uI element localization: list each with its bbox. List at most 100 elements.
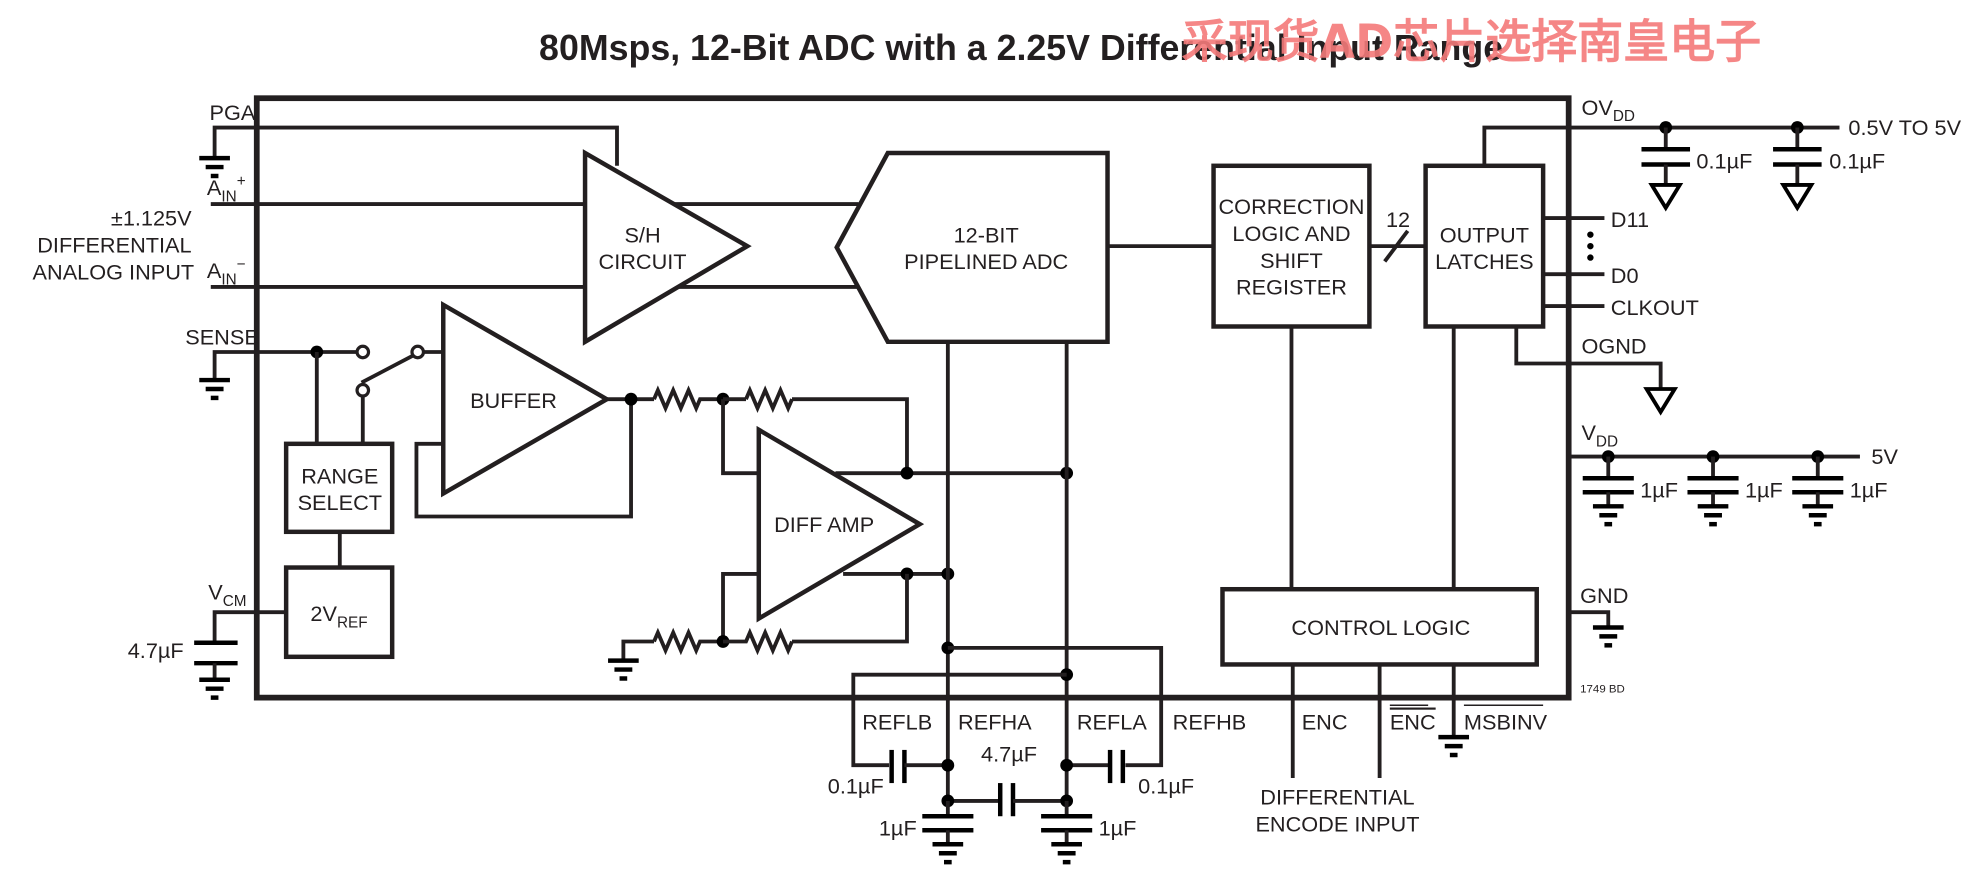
correction-label-1: CORRECTION [1219, 194, 1365, 219]
reflb-capacitor [889, 749, 948, 784]
ground-icon [199, 377, 230, 401]
ground-icon [1592, 625, 1624, 648]
msbinv-label: MSBINV [1464, 710, 1548, 735]
encode-desc-1: DIFFERENTIAL [1260, 785, 1414, 810]
input-desc-3: ANALOG INPUT [33, 259, 195, 284]
diagram-title: 80Msps, 12-Bit ADC with a 2.25V Differen… [539, 28, 1503, 68]
ref-cap-mid: 4.7µF [981, 741, 1037, 766]
ground-icon [1438, 734, 1470, 758]
sense-wire [212, 350, 358, 379]
d11-label: D11 [1611, 207, 1649, 232]
res-bottom-wire [792, 573, 909, 644]
buffer-label: BUFFER [470, 388, 557, 413]
ain-minus-label: AIN− [207, 256, 246, 288]
figure-id: 1749 BD [1580, 684, 1625, 696]
capacitor-icon [1773, 127, 1822, 185]
ellipsis-dot [1587, 231, 1594, 238]
d0-label: D0 [1611, 263, 1639, 288]
switch-contact [410, 344, 426, 360]
gnd-label: GND [1580, 583, 1628, 608]
resistor-icon [652, 627, 724, 656]
resistor-icon [652, 385, 724, 413]
ellipsis-dot [1587, 254, 1594, 261]
ovdd-cap-label-1: 0.1µF [1696, 148, 1752, 173]
vref-label: 2VREF [310, 601, 367, 631]
ovdd-wire [1482, 125, 1840, 166]
junction-dot [1060, 794, 1074, 808]
ref-cap-right-1: 1µF [1099, 815, 1137, 840]
vdd-cap-label-1: 1µF [1640, 477, 1678, 502]
sh-label-1: S/H [624, 222, 660, 247]
ground-icon [199, 677, 230, 700]
latches-label-1: OUTPUT [1440, 222, 1529, 247]
ognd-wire [1514, 326, 1663, 389]
refla-capacitor [1066, 749, 1126, 784]
ovdd-supply-label: 0.5V TO 5V [1848, 115, 1961, 140]
switch-contact [355, 382, 371, 398]
vcm-wire [212, 610, 287, 643]
sh-circuit-block [582, 149, 752, 346]
sh-label-2: CIRCUIT [599, 249, 687, 274]
vcm-label: VCM [208, 579, 246, 609]
vdd-cap-label-3: 1µF [1850, 477, 1888, 502]
junction-dot [1060, 758, 1074, 772]
vdd-cap-2 [1687, 450, 1739, 527]
output-latches-block [1423, 163, 1546, 329]
correction-logic-block [1211, 163, 1372, 329]
enc-bar-label: ENC [1390, 710, 1436, 735]
vcm-cap-label: 4.7µF [128, 638, 184, 663]
resistor-icon [723, 627, 794, 656]
latches-label-2: LATCHES [1435, 249, 1534, 274]
buffer-block [441, 300, 612, 498]
junction-dot [941, 794, 955, 808]
ref-cap-right-01: 0.1µF [1138, 773, 1194, 798]
reflb-wire [851, 672, 1067, 768]
diff-amp-block [756, 425, 925, 623]
bus-slash [1383, 229, 1410, 263]
refha-label: REFHA [958, 710, 1032, 735]
input-desc-1: ±1.125V [111, 206, 192, 231]
resistor-icon [744, 385, 794, 413]
capacitor-icon [1641, 127, 1691, 185]
clkout-label: CLKOUT [1611, 295, 1699, 320]
ref-cap-left-01: 0.1µF [828, 773, 884, 798]
res-top-wire [792, 397, 909, 474]
refhb-label: REFHB [1173, 710, 1247, 735]
junction-dot [941, 758, 955, 772]
adc-label-2: PIPELINED ADC [904, 249, 1068, 274]
vdd-supply-label: 5V [1871, 444, 1898, 469]
diff-amp-label: DIFF AMP [774, 512, 874, 537]
reflb-label: REFLB [862, 710, 932, 735]
bus-width-label: 12 [1386, 207, 1410, 232]
vdd-cap-3 [1792, 450, 1844, 527]
watermark-text: 采现货AD芯片选择南皇电子 [1182, 14, 1761, 68]
pga-wire [212, 125, 619, 166]
encode-desc-2: ENCODE INPUT [1255, 812, 1419, 837]
ground-icon [199, 155, 230, 179]
range-select-label-1: RANGE [301, 463, 378, 488]
switch-arm [360, 354, 414, 385]
input-desc-2: DIFFERENTIAL [37, 233, 191, 258]
ref-right-1uf-capacitor [1041, 800, 1093, 865]
enc-label: ENC [1302, 710, 1348, 735]
ground-triangle-icon [1643, 387, 1679, 416]
ref-cap-left-1: 1µF [879, 815, 917, 840]
diffamp-in-top-wire [721, 399, 759, 476]
ground-icon [608, 658, 639, 681]
ovdd-cap-label-2: 0.1µF [1829, 148, 1885, 173]
diffamp-in-bottom-wire [721, 572, 759, 642]
vdd-cap-label-2: 1µF [1745, 477, 1783, 502]
ognd-label: OGND [1581, 333, 1646, 358]
control-logic-label: CONTROL LOGIC [1291, 615, 1470, 640]
adc-label-1: 12-BIT [954, 222, 1019, 247]
junction-dot [900, 466, 914, 480]
pga-label: PGA [209, 100, 255, 125]
sense-label: SENSE [185, 324, 259, 349]
range-select-label-2: SELECT [298, 490, 382, 515]
ellipsis-dot [1587, 242, 1594, 250]
ain-plus-label: AIN+ [207, 173, 246, 205]
capacitor-icon [194, 640, 238, 680]
junction-dot [624, 392, 638, 406]
ground-triangle-icon [1648, 183, 1684, 212]
